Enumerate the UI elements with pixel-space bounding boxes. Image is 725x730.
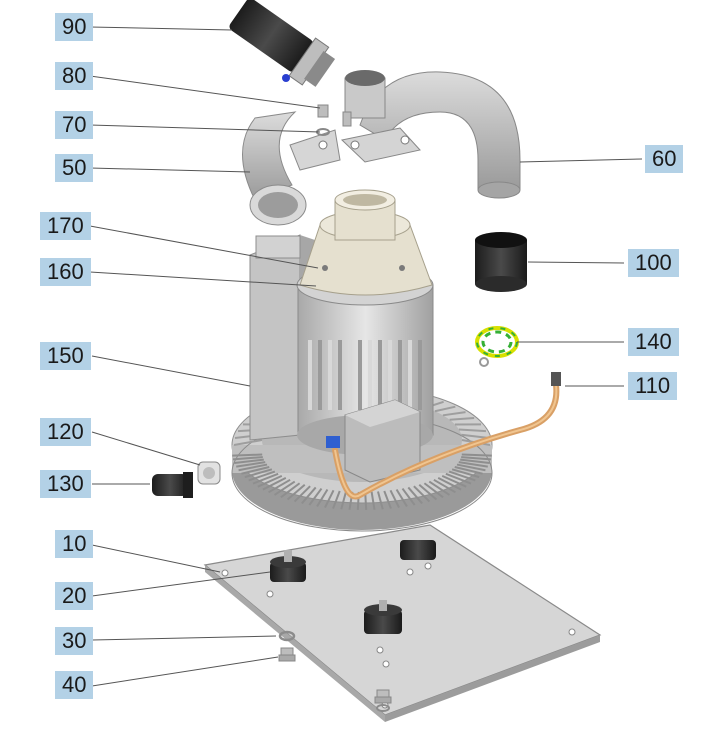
leader-line [92,636,276,640]
callout-40: 40 [55,671,93,699]
callout-130: 130 [40,470,91,498]
callout-60: 60 [645,145,683,173]
leader-line [92,356,250,386]
motor-rib [348,340,352,410]
callout-160: 160 [40,258,91,286]
callout-30: 30 [55,627,93,655]
callout-100: 100 [628,249,679,277]
leader-line [528,262,624,263]
motor-rib [398,340,402,410]
callout-90: 90 [55,13,93,41]
leader-line [520,159,642,162]
callout-50: 50 [55,154,93,182]
callout-110: 110 [628,372,677,400]
motor-rib [328,340,332,410]
top-spigot [335,190,395,240]
fin [462,455,492,456]
rubber-sleeve [475,232,527,292]
leader-line [92,545,220,572]
fin [232,455,262,456]
motor-rib [408,340,412,410]
leader-line [90,125,320,132]
motor-rib [308,340,312,410]
motor-rib [358,340,362,410]
ground-wire-coil [477,328,517,366]
cable-gland [152,462,220,498]
callout-120: 120 [40,418,91,446]
motor-rib [388,340,392,410]
leader-line [92,432,200,465]
u-pipe [342,70,520,198]
callout-170: 170 [40,212,91,240]
leader-line [92,657,278,686]
callout-150: 150 [40,342,91,370]
motor-rib [318,340,322,410]
hose-connector [225,0,338,92]
motor-rib [378,340,382,410]
callout-70: 70 [55,111,93,139]
motor-rib [368,340,372,410]
callout-10: 10 [55,530,93,558]
callout-80: 80 [55,62,93,90]
motor-rib [418,340,422,410]
leader-line [90,168,250,172]
callout-140: 140 [628,328,679,356]
motor-rib [338,340,342,410]
leader-line [90,27,232,30]
callout-20: 20 [55,582,93,610]
